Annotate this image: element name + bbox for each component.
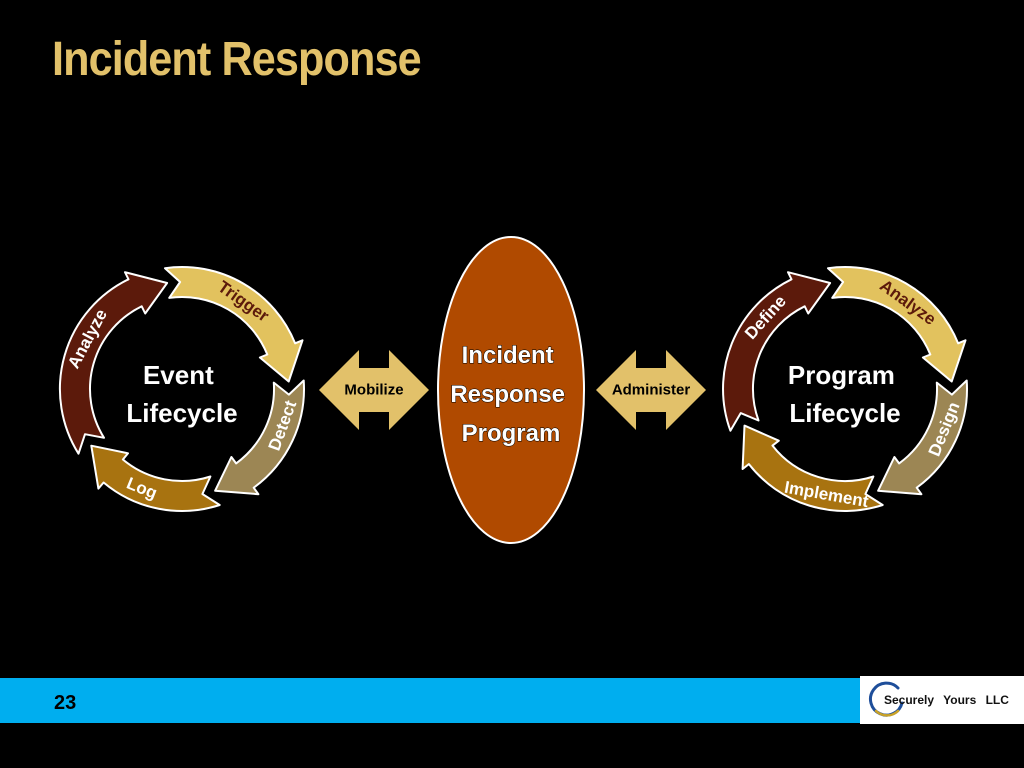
program-cycle-ring [722,266,968,512]
program-step-arrow-design [877,379,968,496]
program-step-arrow-define [722,271,832,432]
program-step-arrow-analyze [827,266,967,383]
program-step-arrow-implement [741,424,884,512]
footer-bar [0,678,1024,723]
event-step-arrow-trigger [164,266,304,383]
logo-text: Securely Yours LLC [884,693,1009,707]
company-logo: Securely Yours LLC [860,676,1024,724]
event-step-arrow-log [90,444,221,512]
event-step-arrow-analyze [58,271,169,455]
incident-response-program-label: Incident Response Program [450,342,571,447]
program-lifecycle-cycle: Analyze Design Implement Define Program … [722,266,968,512]
incident-response-program-node: Incident Response Program [437,236,585,544]
administer-connector: Administer [596,350,706,430]
event-lifecycle-cycle: Trigger Detect Log Analyze Event Lifecyc… [58,266,305,512]
slide-title: Incident Response [52,33,422,86]
program-lifecycle-label: Program Lifecycle [788,360,902,428]
mobilize-label: Mobilize [344,382,403,399]
event-lifecycle-label: Event Lifecycle [126,360,237,428]
program-ellipse [437,236,585,544]
logo-swoosh-icon [869,681,904,717]
administer-label: Administer [612,382,691,399]
event-cycle-ring [58,266,305,512]
page-number: 23 [54,692,77,714]
mobilize-connector: Mobilize [319,350,429,430]
double-arrow-icon [319,350,429,430]
event-step-arrow-detect [214,379,305,496]
double-arrow-icon [596,350,706,430]
